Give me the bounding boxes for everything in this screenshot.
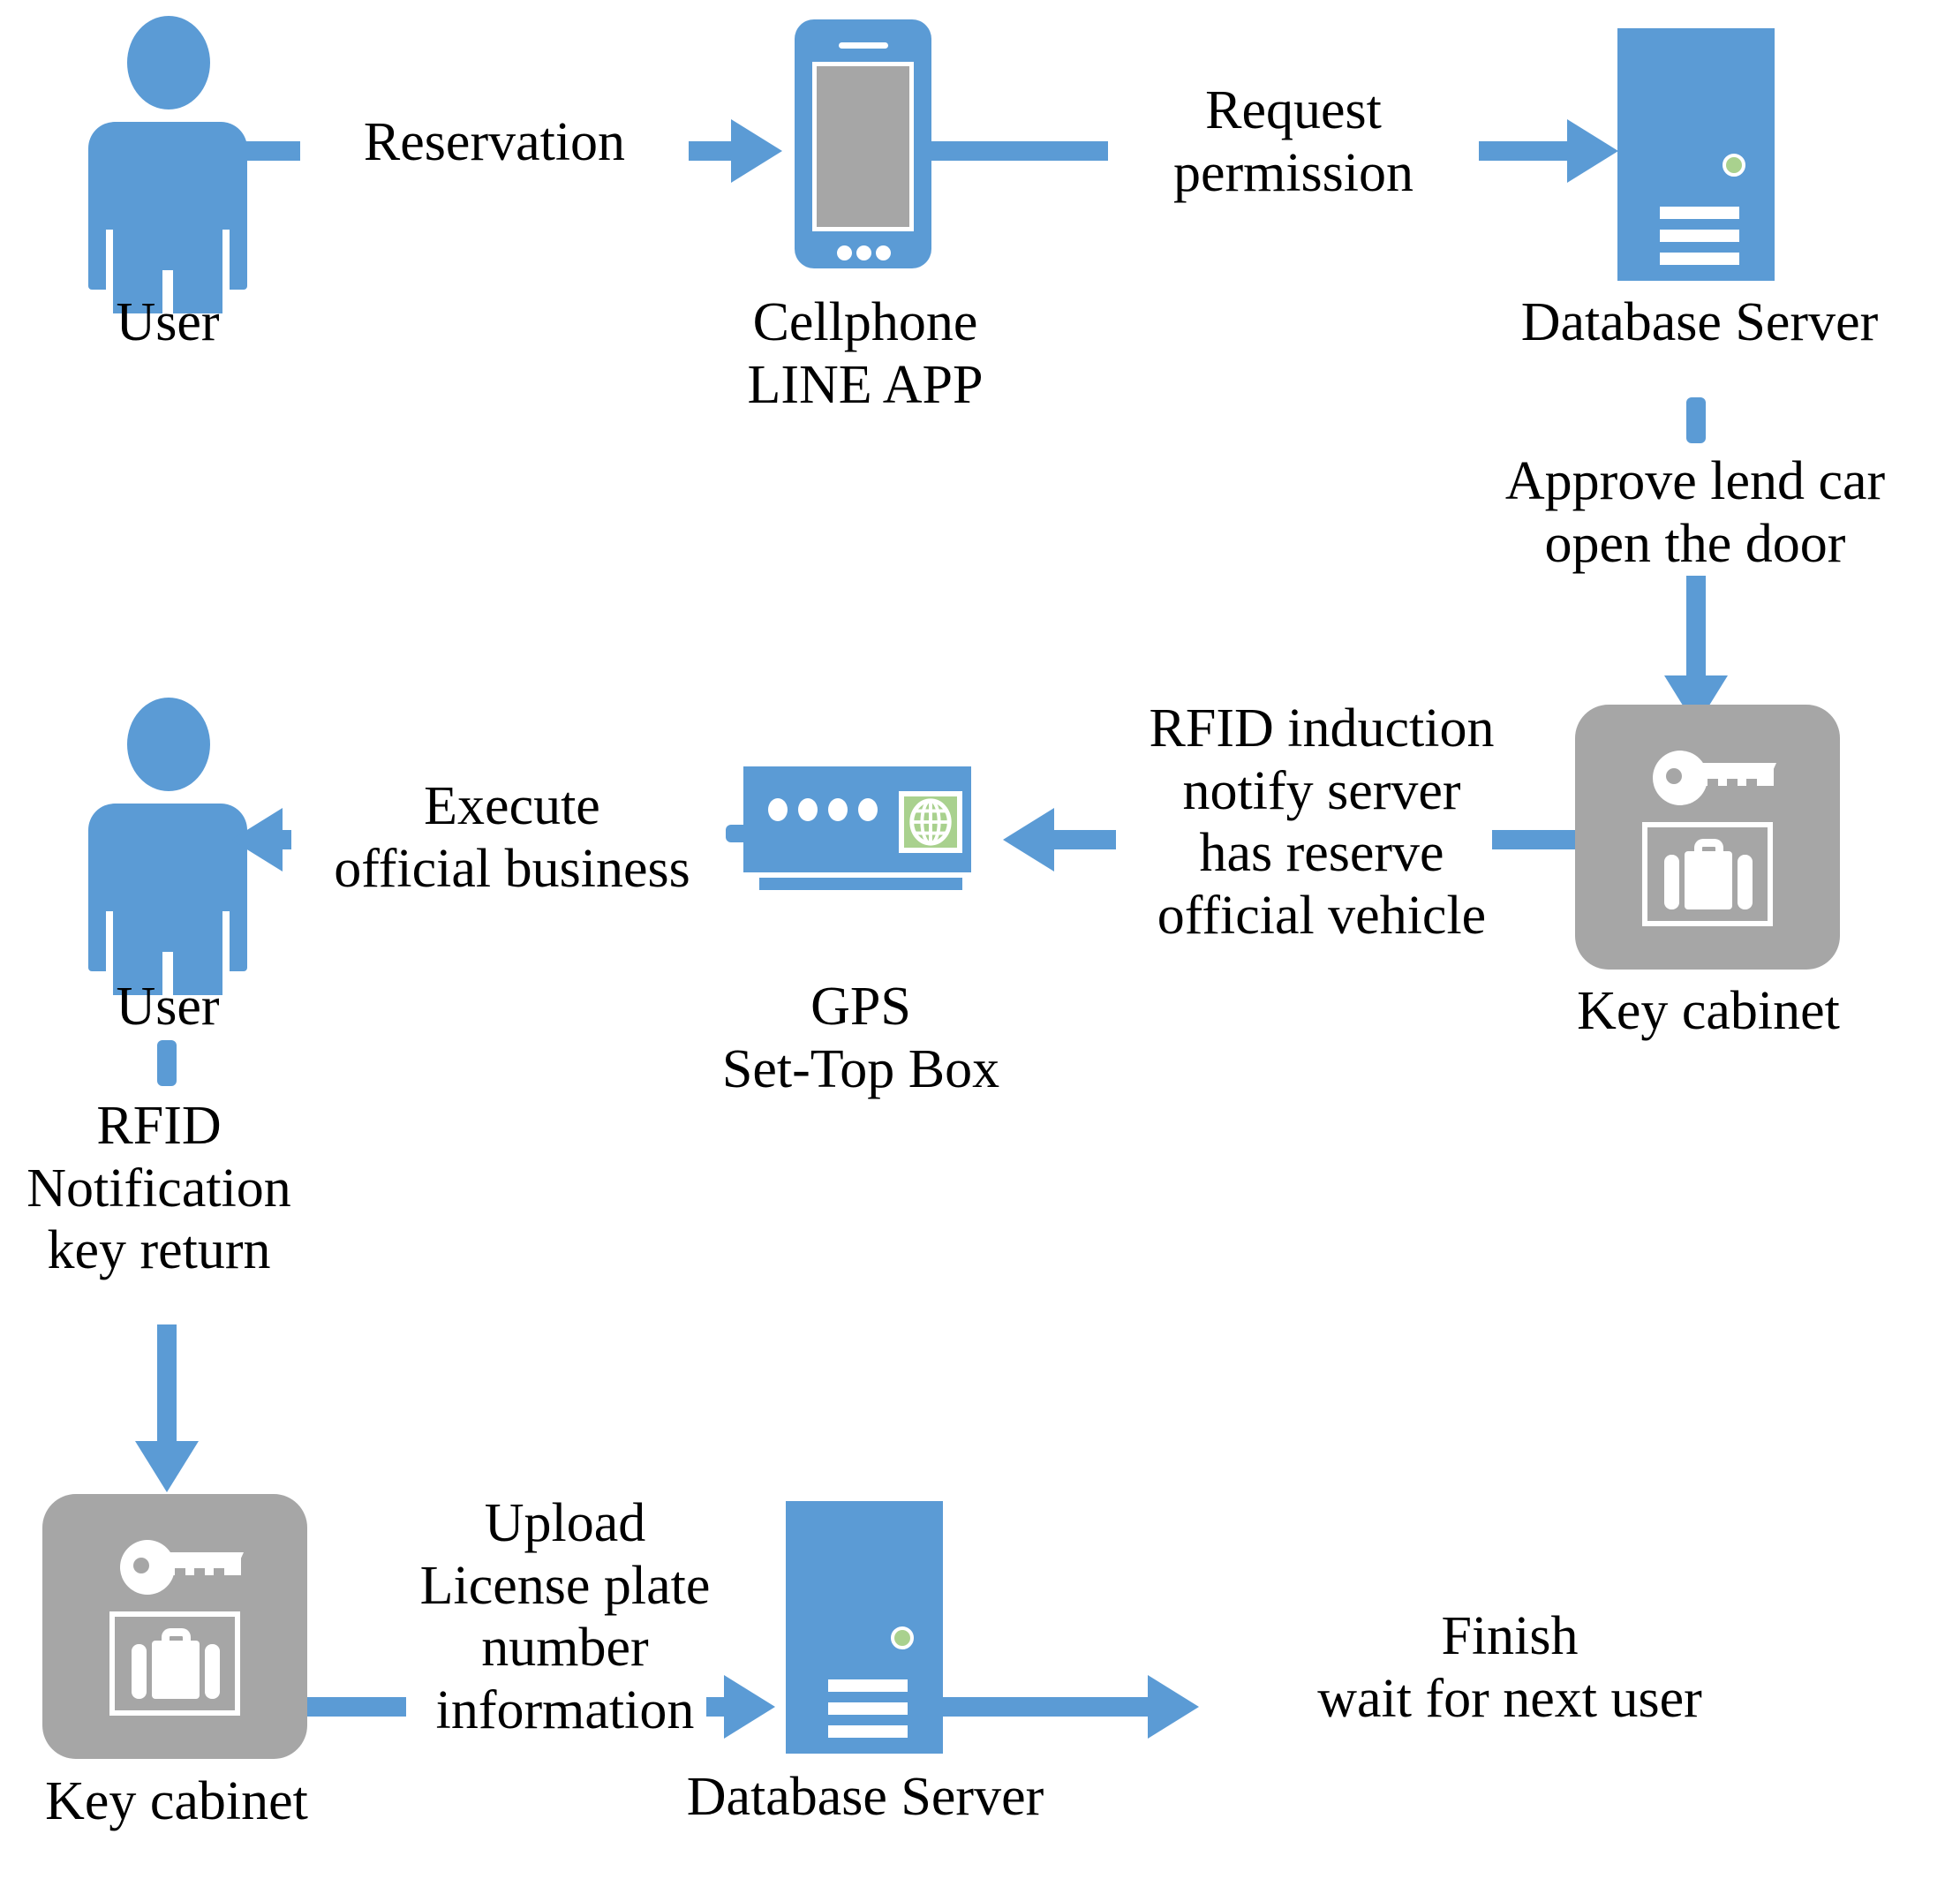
key-cabinet-icon (42, 1494, 307, 1759)
edge-line-rfid-notification (157, 1324, 177, 1448)
edge-stub-rfid-notification (157, 1040, 177, 1086)
edge-stub-approve-lend-car (1686, 397, 1706, 443)
node-label-server-bottom: Database Server (686, 1767, 1044, 1827)
node-label-user-mid: User (116, 977, 220, 1037)
edge-label-request-permission: Request permission (1108, 79, 1479, 205)
edge-label-finish: Finish wait for next user (1317, 1606, 1702, 1729)
edge-label-reservation: Reservation (300, 111, 689, 174)
cellphone-icon (795, 19, 931, 268)
edge-label-approve-lend-car: Approve lend car open the door (1504, 451, 1886, 574)
key-cabinet-icon (1575, 705, 1840, 970)
database-server-icon (786, 1501, 943, 1754)
edge-arrowhead-rfid-induction (1003, 808, 1054, 872)
node-label-cabinet-bottom: Key cabinet (45, 1771, 308, 1831)
edge-line-finish (943, 1697, 1155, 1717)
edge-label-rfid-induction: RFID induction notify server has reserve… (1149, 698, 1495, 947)
person-icon (88, 698, 247, 998)
edge-line-approve-lend-car (1686, 576, 1706, 682)
node-label-cabinet-mid: Key cabinet (1577, 981, 1840, 1041)
edge-line-rfid-induction-left (1054, 830, 1116, 849)
edge-arrowhead-upload-license-plate (724, 1675, 775, 1739)
gps-set-top-box-icon (726, 766, 996, 902)
edge-arrowhead-execute-official-business (231, 808, 283, 872)
edge-label-upload-license-plate: Upload License plate number information (419, 1493, 711, 1741)
node-label-user-top: User (116, 292, 220, 352)
edge-label-execute-official-business: Execute official business (291, 775, 733, 901)
database-server-icon (1617, 28, 1775, 281)
edge-arrowhead-finish (1148, 1675, 1199, 1739)
node-label-server-top: Database Server (1520, 292, 1879, 352)
edge-arrowhead-request-permission (1567, 119, 1618, 183)
globe-icon (909, 798, 952, 846)
node-label-gps: GPS Set-Top Box (721, 977, 1000, 1099)
edge-line-upload-license-plate-left (307, 1697, 406, 1717)
edge-label-rfid-notification: RFID Notification key return (26, 1096, 291, 1281)
node-label-cellphone: Cellphone LINE APP (747, 292, 984, 415)
edge-arrowhead-reservation (731, 119, 782, 183)
edge-arrowhead-rfid-notification (135, 1441, 199, 1492)
